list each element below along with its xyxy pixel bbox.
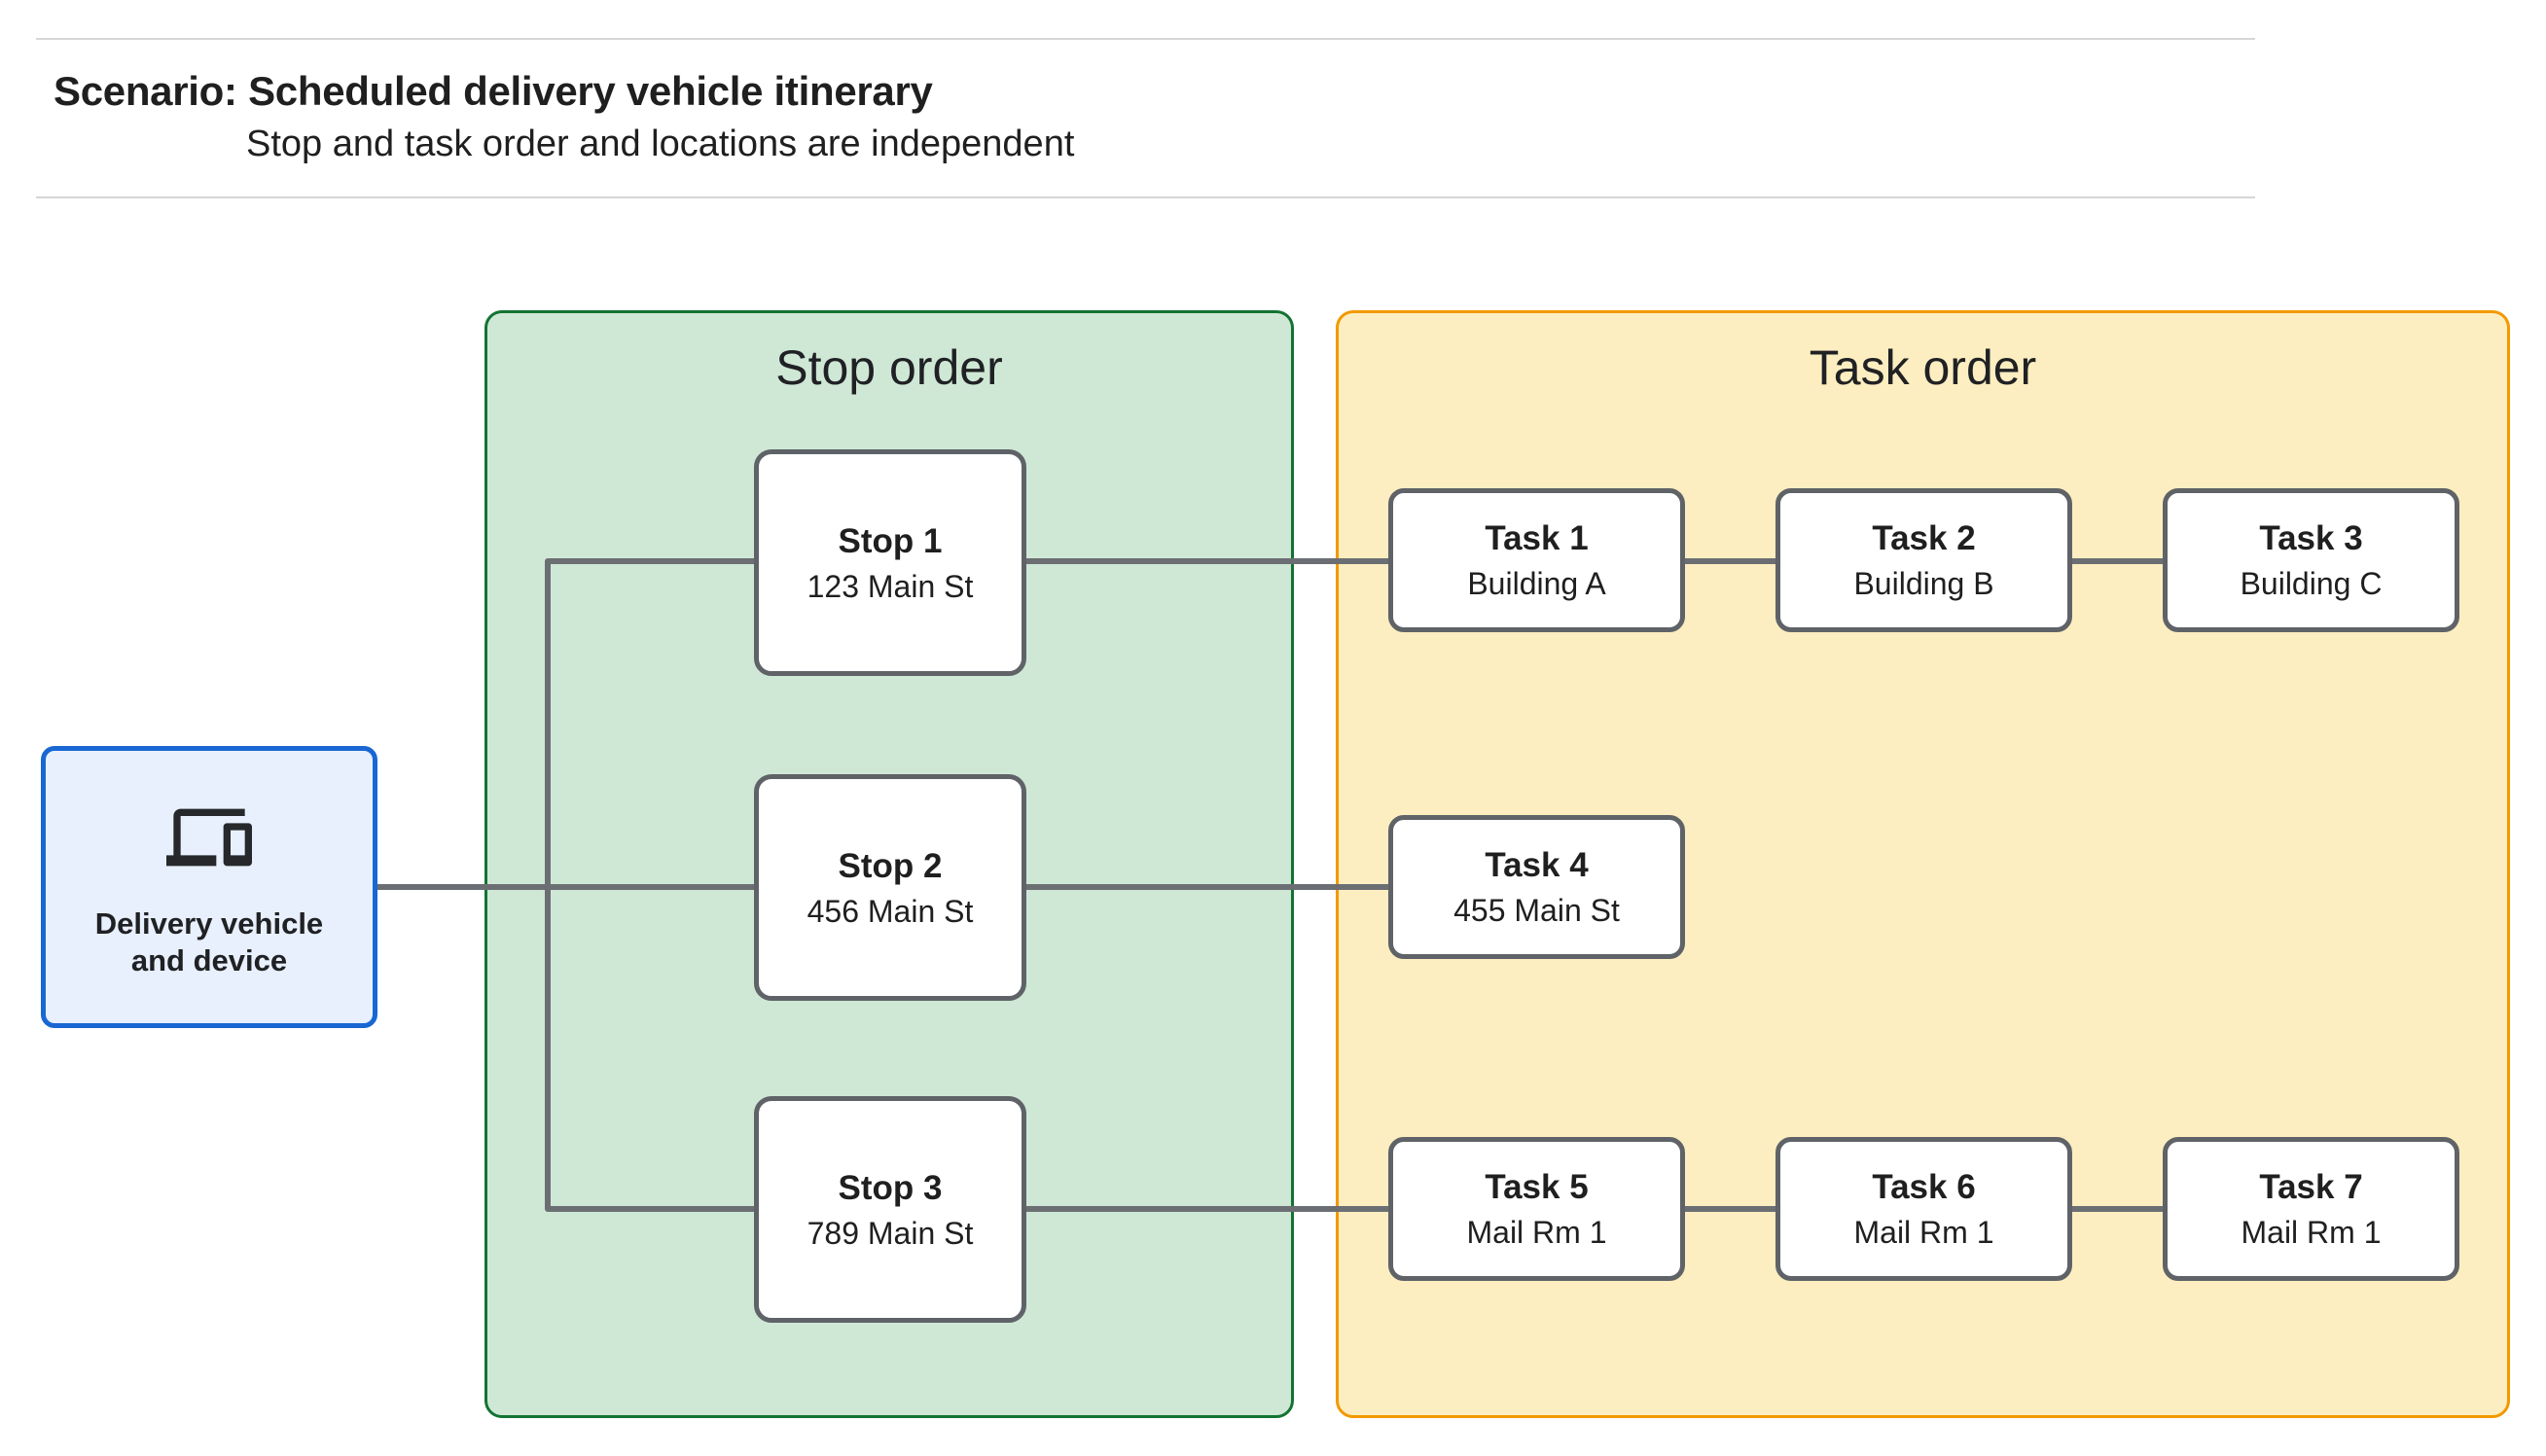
stop-2-address: 456 Main St bbox=[807, 893, 974, 929]
device-label-line2: and device bbox=[130, 943, 288, 977]
stop-order-panel-title: Stop order bbox=[775, 340, 1003, 395]
task-1-location: Building A bbox=[1467, 566, 1606, 601]
task-7-location: Mail Rm 1 bbox=[2241, 1215, 2382, 1250]
task-5-title: Task 5 bbox=[1485, 1168, 1589, 1206]
task-7-title: Task 7 bbox=[2259, 1168, 2363, 1206]
task-2-node: Task 2 Building B bbox=[1775, 488, 2072, 632]
page-title: Scenario: Scheduled delivery vehicle iti… bbox=[54, 68, 933, 114]
task-4-location: 455 Main St bbox=[1453, 893, 1620, 928]
task-7-node: Task 7 Mail Rm 1 bbox=[2163, 1137, 2459, 1281]
task-5-node: Task 5 Mail Rm 1 bbox=[1388, 1137, 1685, 1281]
task-3-node: Task 3 Building C bbox=[2163, 488, 2459, 632]
task-1-title: Task 1 bbox=[1485, 519, 1589, 557]
stop-1-node: Stop 1 123 Main St bbox=[754, 449, 1026, 676]
delivery-vehicle-node: Delivery vehicle and device bbox=[41, 746, 377, 1028]
stop-3-node: Stop 3 789 Main St bbox=[754, 1096, 1026, 1323]
stop-1-address: 123 Main St bbox=[807, 568, 974, 604]
task-4-title: Task 4 bbox=[1485, 846, 1589, 884]
task-1-node: Task 1 Building A bbox=[1388, 488, 1685, 632]
stop-1-title: Stop 1 bbox=[838, 521, 943, 560]
stop-3-title: Stop 3 bbox=[838, 1168, 943, 1207]
task-3-location: Building C bbox=[2240, 566, 2383, 601]
task-order-panel-title: Task order bbox=[1809, 340, 2037, 395]
task-3-title: Task 3 bbox=[2259, 519, 2363, 557]
stop-2-title: Stop 2 bbox=[838, 846, 943, 885]
connector-vehicle-branch-stop1-stop3 bbox=[545, 558, 754, 1212]
task-4-node: Task 4 455 Main St bbox=[1388, 815, 1685, 959]
page-subtitle: Stop and task order and locations are in… bbox=[246, 124, 1075, 164]
task-2-location: Building B bbox=[1853, 566, 1994, 601]
stop-3-address: 789 Main St bbox=[807, 1215, 974, 1251]
task-2-title: Task 2 bbox=[1872, 519, 1976, 557]
header-top-rule bbox=[36, 38, 2255, 40]
task-6-node: Task 6 Mail Rm 1 bbox=[1775, 1137, 2072, 1281]
header-bottom-rule bbox=[36, 196, 2255, 198]
task-6-title: Task 6 bbox=[1872, 1168, 1976, 1206]
task-6-location: Mail Rm 1 bbox=[1853, 1215, 1994, 1250]
devices-icon bbox=[166, 808, 252, 867]
stop-2-node: Stop 2 456 Main St bbox=[754, 774, 1026, 1001]
device-label-line1: Delivery vehicle bbox=[94, 906, 324, 941]
task-5-location: Mail Rm 1 bbox=[1466, 1215, 1607, 1250]
